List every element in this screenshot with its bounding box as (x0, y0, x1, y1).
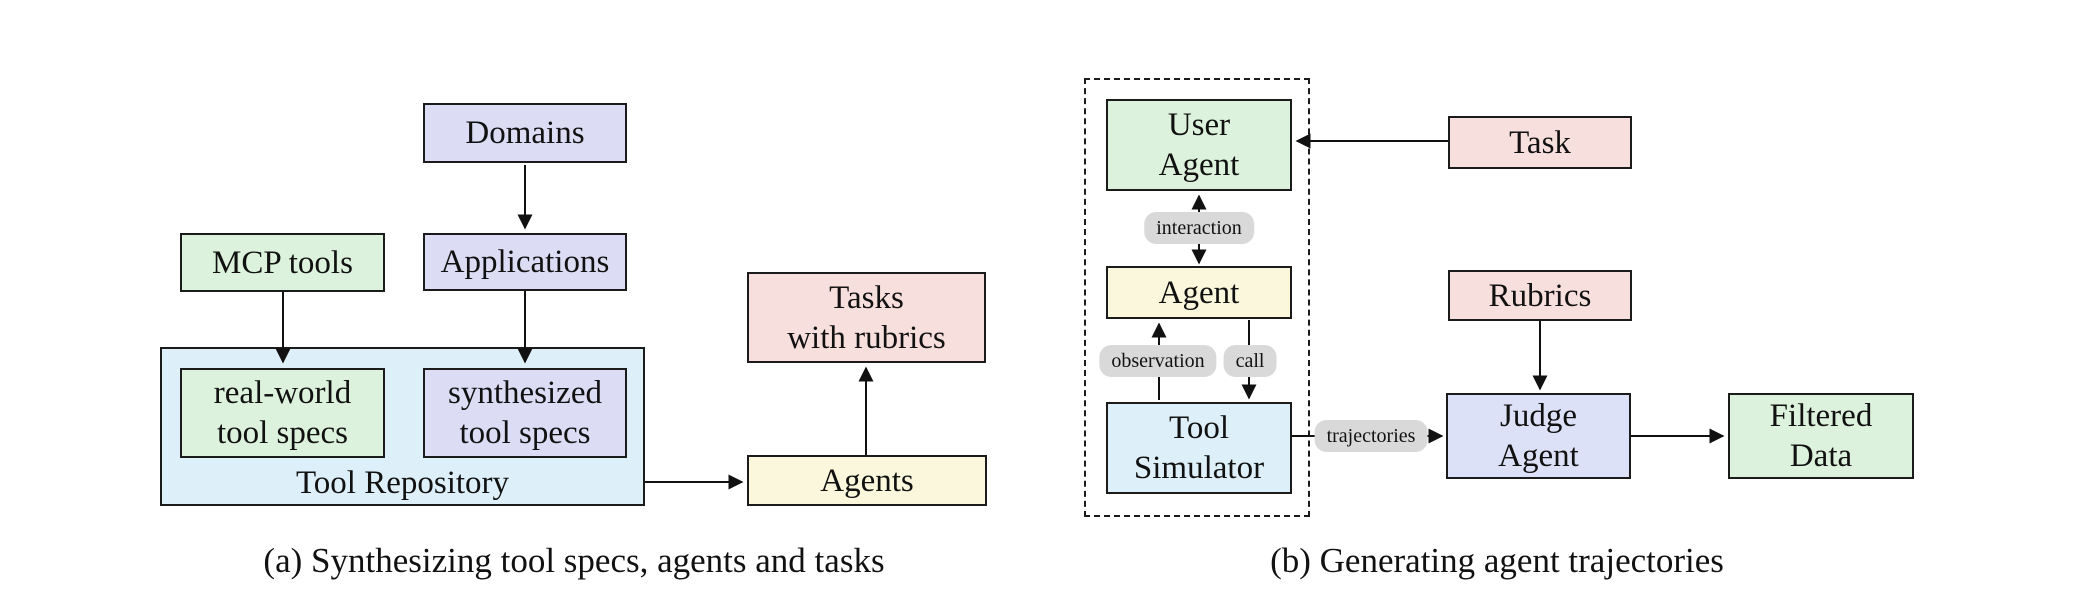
caption-panel-a: (a) Synthesizing tool specs, agents and … (263, 541, 885, 580)
node-rubrics: Rubrics (1448, 270, 1632, 321)
caption-panel-b: (b) Generating agent trajectories (1270, 541, 1724, 580)
simulation-dashed-container (1084, 78, 1310, 517)
node-mcp-tools: MCP tools (180, 233, 385, 292)
edge-label-interaction: interaction (1144, 212, 1254, 244)
edge-label-trajectories: trajectories (1314, 420, 1428, 452)
node-agent: Agent (1106, 266, 1292, 319)
edge-label-observation: observation (1099, 345, 1217, 377)
node-filtered-data: Filtered Data (1728, 393, 1914, 479)
node-domains: Domains (423, 103, 627, 163)
tool-repository-label: Tool Repository (295, 465, 510, 501)
node-agents: Agents (747, 455, 987, 506)
node-applications: Applications (423, 233, 627, 291)
node-real-world-tool-specs: real-world tool specs (180, 368, 385, 458)
node-tasks-with-rubrics: Tasks with rubrics (747, 272, 986, 363)
node-tool-simulator: Tool Simulator (1106, 402, 1292, 494)
node-judge-agent: Judge Agent (1446, 393, 1631, 479)
edge-label-call: call (1223, 345, 1277, 377)
node-synthesized-tool-specs: synthesized tool specs (423, 368, 627, 458)
node-user-agent: User Agent (1106, 99, 1292, 191)
node-task: Task (1448, 116, 1632, 169)
